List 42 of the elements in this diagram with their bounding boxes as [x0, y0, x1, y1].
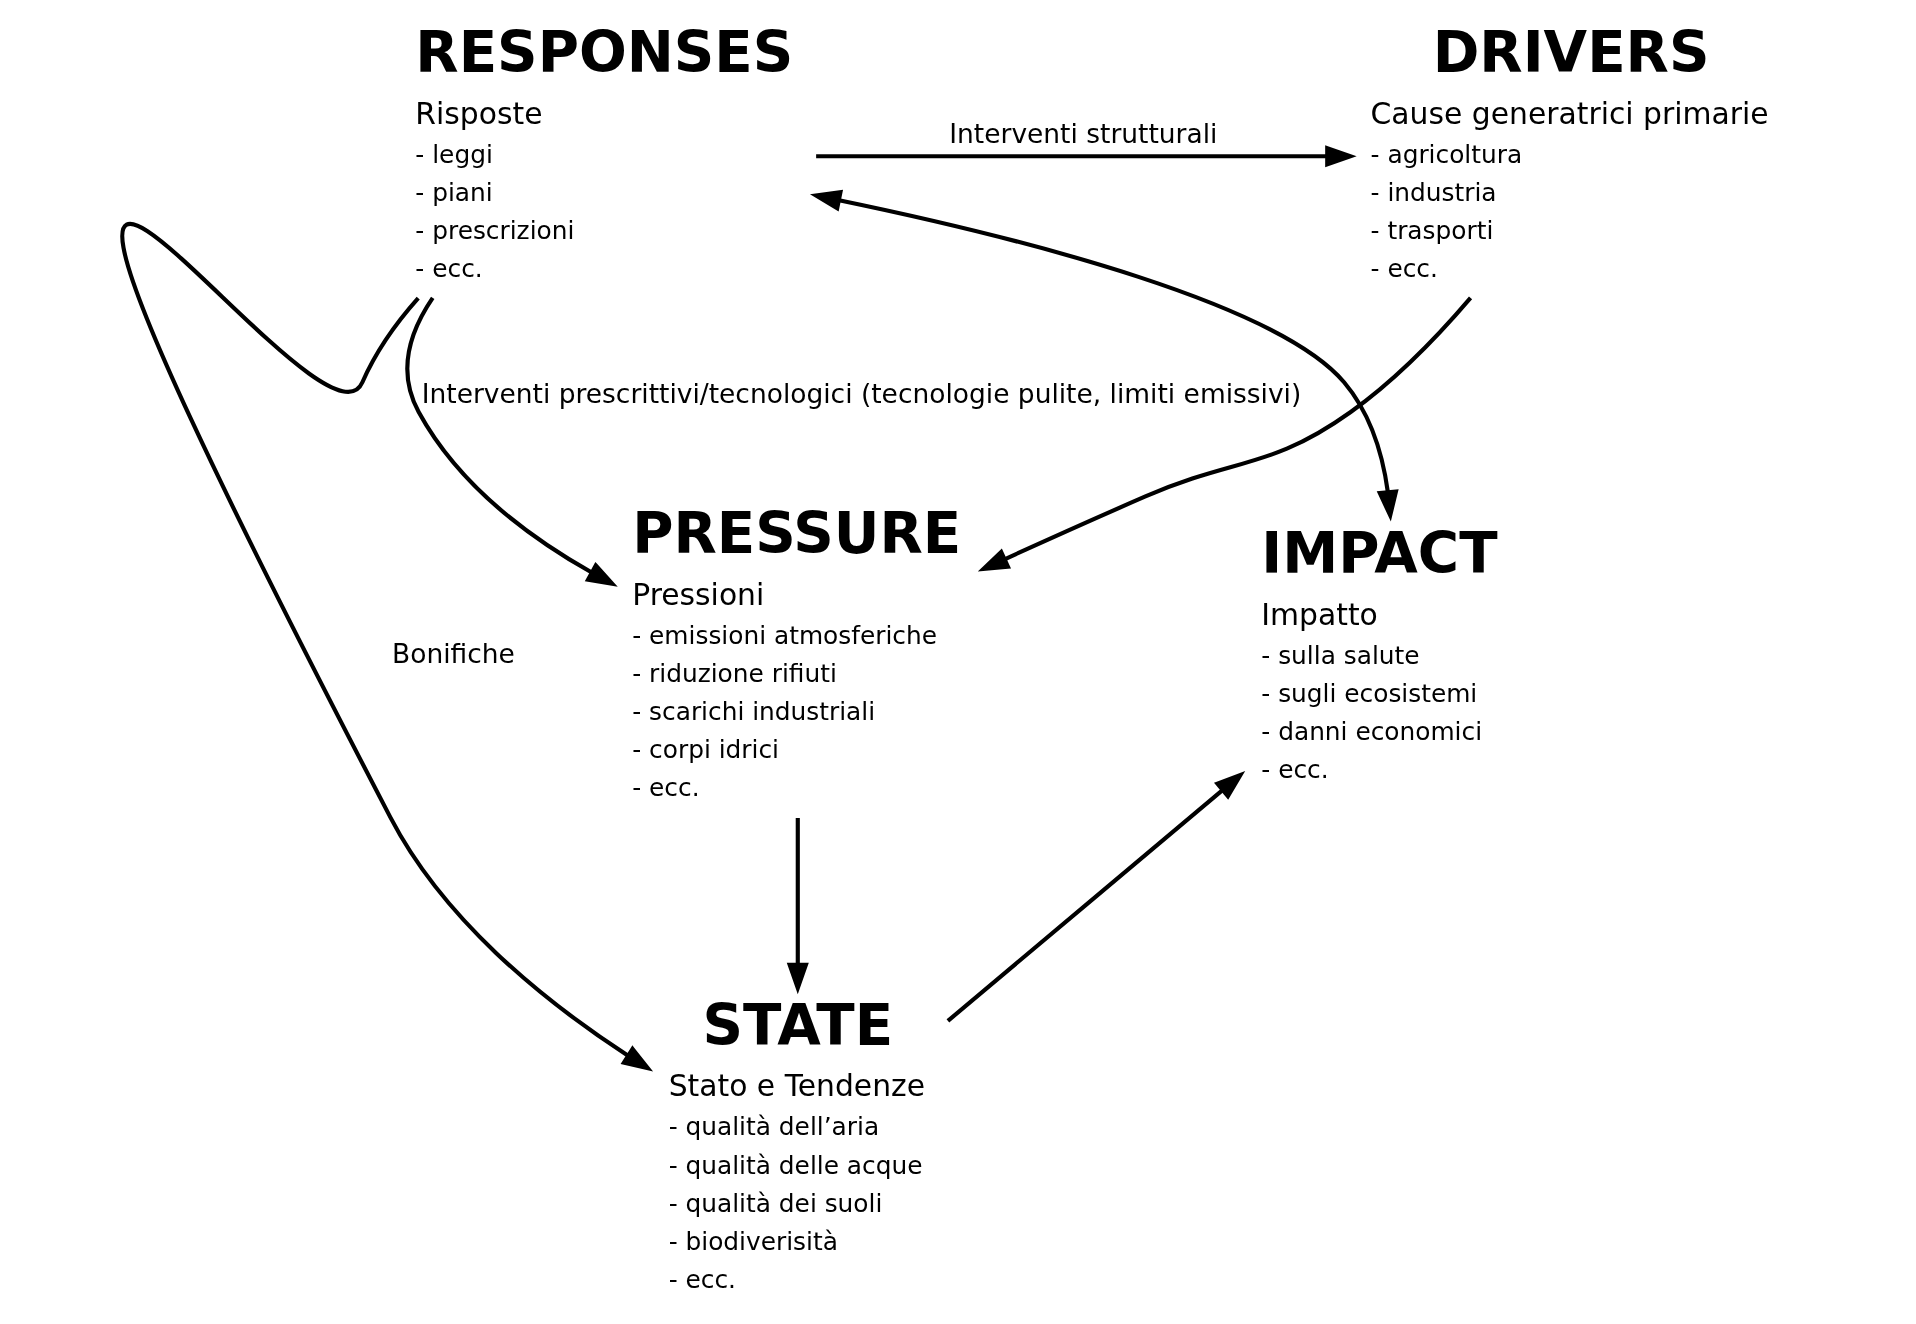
edge-label: Bonifiche — [392, 638, 515, 670]
node-label: - emissioni atmosferiche — [632, 620, 937, 650]
node-label: - ecc. — [668, 1264, 736, 1294]
node-label: Pressioni — [632, 576, 765, 612]
node-label: - danni economici — [1261, 716, 1483, 746]
node-label: - qualità delle acque — [668, 1150, 923, 1180]
node-label: - ecc. — [1261, 754, 1329, 784]
node-label: - ecc. — [1370, 254, 1438, 284]
node-label: - piani — [415, 177, 493, 207]
node-label: - qualità dei suoli — [668, 1188, 883, 1218]
node-label: - scarichi industriali — [632, 696, 876, 726]
node-label: - ecc. — [415, 254, 483, 284]
node-text: DRIVERS — [1432, 20, 1710, 86]
node-label: - agricoltura — [1370, 139, 1523, 169]
node-label: - biodiverisità — [668, 1226, 838, 1256]
node-text: PRESSURE — [632, 501, 962, 567]
node-text: RESPONSES — [415, 20, 794, 86]
edge-label: Interventi strutturali — [949, 117, 1218, 149]
arrow — [977, 296, 1473, 572]
node-label: - qualità dell’aria — [668, 1112, 880, 1142]
node-text: IMPACT — [1261, 520, 1498, 586]
arrow — [786, 817, 809, 995]
edge-label: Interventi prescrittivi/tecnologici (tecnologie pulite, limiti emissivi) — [421, 378, 1302, 410]
arrow — [946, 771, 1246, 1023]
node-label: Cause generatrici primarie — [1370, 95, 1769, 131]
node-label: - sulla salute — [1261, 640, 1420, 670]
node-label: - corpi idrici — [632, 735, 779, 765]
arrow — [816, 145, 1357, 168]
node-label: - industria — [1370, 177, 1497, 207]
arrow — [809, 189, 1399, 522]
node-label: Stato e Tendenze — [668, 1068, 926, 1104]
node-label: - ecc. — [632, 773, 700, 803]
node-label: Risposte — [415, 95, 543, 131]
node-label: - sugli ecosistemi — [1261, 678, 1478, 708]
node-label: - riduzione rifiuti — [632, 658, 837, 688]
node-label: Impatto — [1261, 596, 1378, 632]
node-label: - prescrizioni — [415, 216, 575, 246]
arrow — [405, 296, 618, 587]
node-text: STATE — [702, 992, 894, 1058]
node-label: - trasporti — [1370, 216, 1494, 246]
arrow — [122, 223, 654, 1072]
node-label: - leggi — [415, 139, 493, 169]
